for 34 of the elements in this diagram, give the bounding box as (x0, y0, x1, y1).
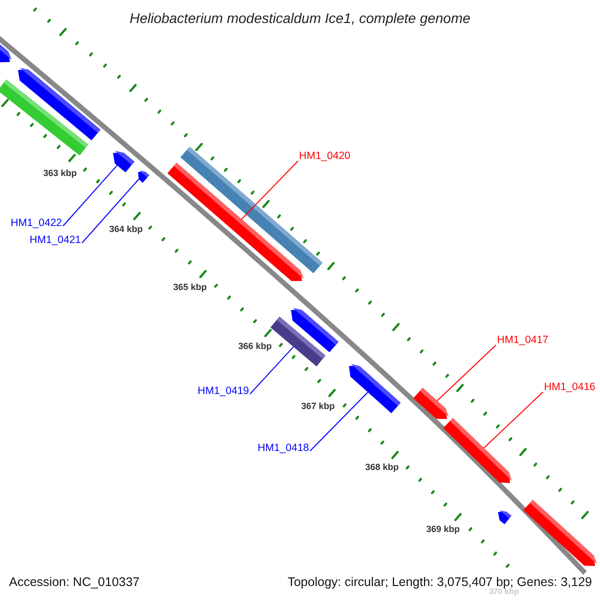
scale-label: 369 kbp (426, 524, 460, 534)
gene-feature (113, 150, 134, 172)
genome-summary-text: Topology: circular; Length: 3,075,407 bp; Genes: 3,129 (288, 576, 592, 588)
gene-label: HM1_0419 (198, 386, 249, 396)
leader-line (310, 392, 368, 452)
leader-line (62, 164, 118, 226)
gene-label: HM1_0418 (258, 443, 309, 454)
chart-title: Heliobacterium modesticaldum Ice1, complete genome (128, 11, 472, 25)
gene-feature (413, 388, 449, 419)
gene-label: HM1_0416 (544, 382, 596, 392)
scale-label: 365 kbp (173, 282, 207, 292)
gene-feature (0, 80, 88, 156)
gene-feature (498, 510, 512, 524)
leader-line (241, 160, 298, 220)
scale-label: 363 kbp (43, 168, 77, 178)
scale-label: 364 kbp (109, 224, 143, 234)
gene-label: HM1_0422 (10, 218, 62, 228)
leader-line (250, 346, 294, 394)
scale-label: 366 kbp (238, 342, 272, 350)
gene-feature (443, 418, 512, 483)
scale-label: 367 kbp (301, 402, 335, 410)
leader-line (483, 392, 544, 448)
leader-line (82, 178, 140, 244)
leader-line (436, 344, 496, 402)
gene-feature (167, 162, 304, 282)
gene-feature (270, 316, 326, 366)
gene-feature (349, 364, 401, 414)
gene-feature (138, 170, 150, 183)
accession-text: Accession: NC_010337 (9, 576, 140, 588)
scale-label: 368 kbp (365, 462, 399, 472)
gene-label: HM1_0417 (497, 335, 548, 346)
gene-label: HM1_0421 (30, 235, 81, 246)
gene-label: HM1_0420 (299, 151, 350, 162)
gene-feature (523, 500, 597, 566)
